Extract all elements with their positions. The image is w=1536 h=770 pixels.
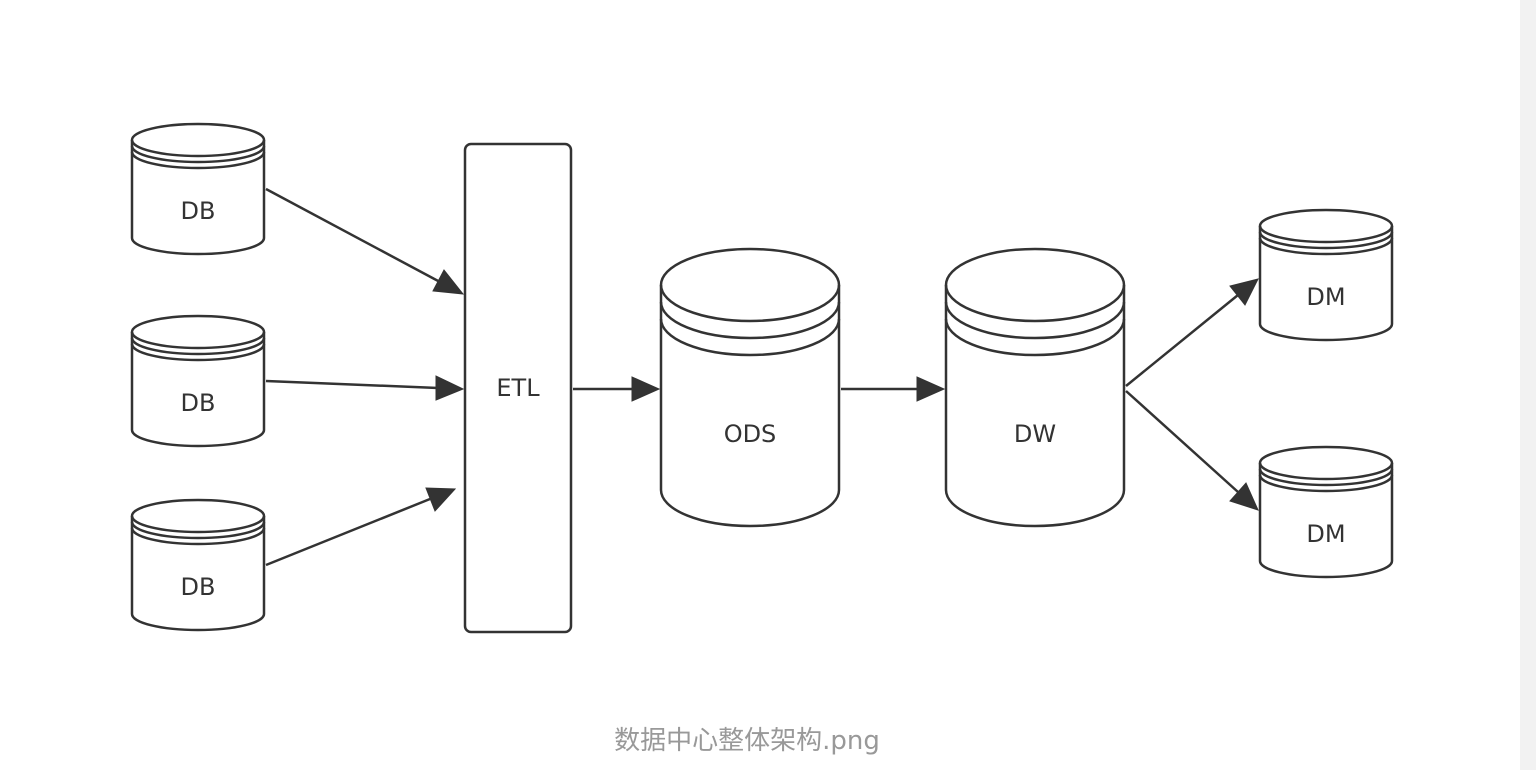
dw-node: DW bbox=[944, 247, 1126, 528]
edge-db3-etl bbox=[265, 487, 457, 567]
dw-node-label: DW bbox=[1014, 420, 1056, 448]
etl-node-label: ETL bbox=[496, 374, 540, 402]
etl-node: ETL bbox=[463, 142, 573, 634]
dm-node-2-label: DM bbox=[1306, 520, 1345, 548]
edge-dw-dm1 bbox=[1125, 278, 1259, 387]
dm-node-1: DM bbox=[1258, 208, 1394, 342]
edge-dw-dm2 bbox=[1125, 390, 1259, 511]
db-node-1: DB bbox=[130, 122, 266, 256]
edge-db2-etl bbox=[265, 375, 465, 401]
edge-db1-etl bbox=[265, 187, 465, 295]
right-scroll-strip bbox=[1520, 0, 1536, 770]
ods-node: ODS bbox=[659, 247, 841, 528]
db-node-2: DB bbox=[130, 314, 266, 448]
db-node-1-label: DB bbox=[181, 197, 216, 225]
db-node-2-label: DB bbox=[181, 389, 216, 417]
dm-node-2: DM bbox=[1258, 445, 1394, 579]
dm-node-1-label: DM bbox=[1306, 283, 1345, 311]
image-caption: 数据中心整体架构.png bbox=[614, 726, 880, 756]
db-node-3-label: DB bbox=[181, 573, 216, 601]
ods-node-label: ODS bbox=[724, 420, 777, 448]
db-node-3: DB bbox=[130, 498, 266, 632]
edge-etl-ods bbox=[573, 376, 661, 402]
edge-ods-dw bbox=[841, 376, 946, 402]
